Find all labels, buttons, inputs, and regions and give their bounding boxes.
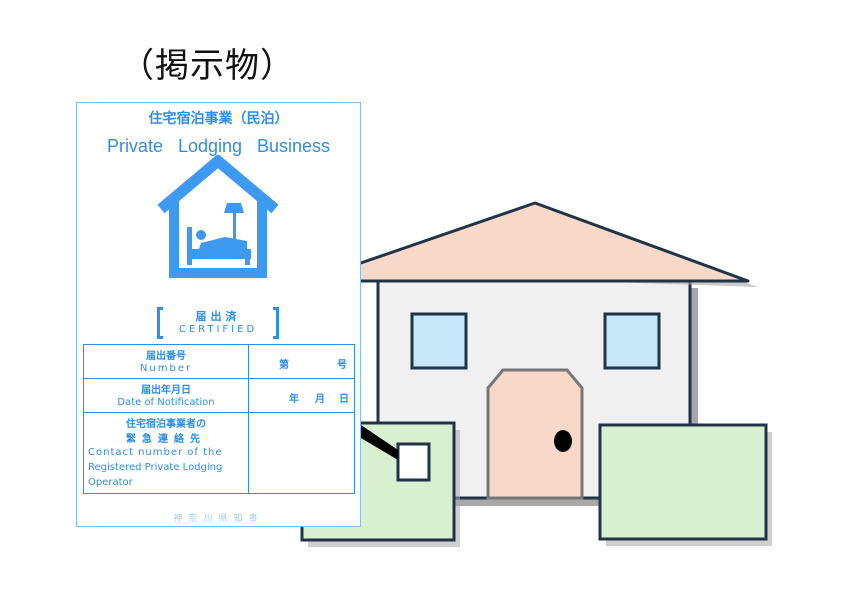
row-date: 届出年月日 Date of Notification 年 月 日 xyxy=(84,379,354,413)
date-year: 年 xyxy=(289,394,299,405)
window-right xyxy=(603,312,661,370)
certified-badge: 届出済 CERTIFIED xyxy=(157,307,279,339)
contact-label-jp-1: 住宅宿泊事業者の xyxy=(126,419,206,430)
lodging-sign: 住宅宿泊事業（民泊） Private Lodging Business 届出済 … xyxy=(76,102,361,527)
number-label-en: Number xyxy=(139,363,193,374)
date-label-en: Date of Notification xyxy=(117,397,215,408)
roof xyxy=(353,201,750,283)
door-knob xyxy=(554,430,572,452)
callout-pointer xyxy=(361,425,398,460)
window-left xyxy=(410,312,468,370)
fence-right xyxy=(598,423,768,541)
number-label-jp: 届出番号 xyxy=(146,351,186,362)
contact-label-en-1: Contact number of the xyxy=(88,447,223,458)
contact-value-cell xyxy=(249,413,355,493)
cert-bracket-right xyxy=(273,307,279,339)
number-suffix: 号 xyxy=(337,360,347,371)
date-day: 日 xyxy=(339,394,349,405)
certified-en: CERTIFIED xyxy=(178,324,258,335)
door xyxy=(486,368,584,500)
contact-label-en-3: Operator xyxy=(88,477,133,488)
sign-title-jp: 住宅宿泊事業（民泊） xyxy=(148,111,289,127)
posted-sign-marker xyxy=(396,442,431,482)
row-number: 届出番号 Number 第 号 xyxy=(84,345,354,379)
cert-bracket-left xyxy=(157,307,163,339)
date-label-jp: 届出年月日 xyxy=(141,385,191,396)
page-heading: （掲示物） xyxy=(120,46,295,86)
contact-label-jp-2: 緊急連絡先 xyxy=(126,434,206,445)
certified-jp: 届出済 xyxy=(195,310,241,323)
notification-table: 届出番号 Number 第 号 届出年月日 Date of Notificati… xyxy=(83,344,355,494)
row-contact: 住宅宿泊事業者の 緊急連絡先 Contact number of the Reg… xyxy=(84,413,354,493)
issuer-name: 神奈川県知事 xyxy=(173,514,264,524)
sign-title-en: Private Lodging Business xyxy=(106,136,331,156)
contact-label-en-2: Registered Private Lodging xyxy=(88,462,223,473)
number-prefix: 第 xyxy=(279,360,289,371)
house-bed-icon xyxy=(157,155,279,278)
date-month: 月 xyxy=(315,394,325,405)
